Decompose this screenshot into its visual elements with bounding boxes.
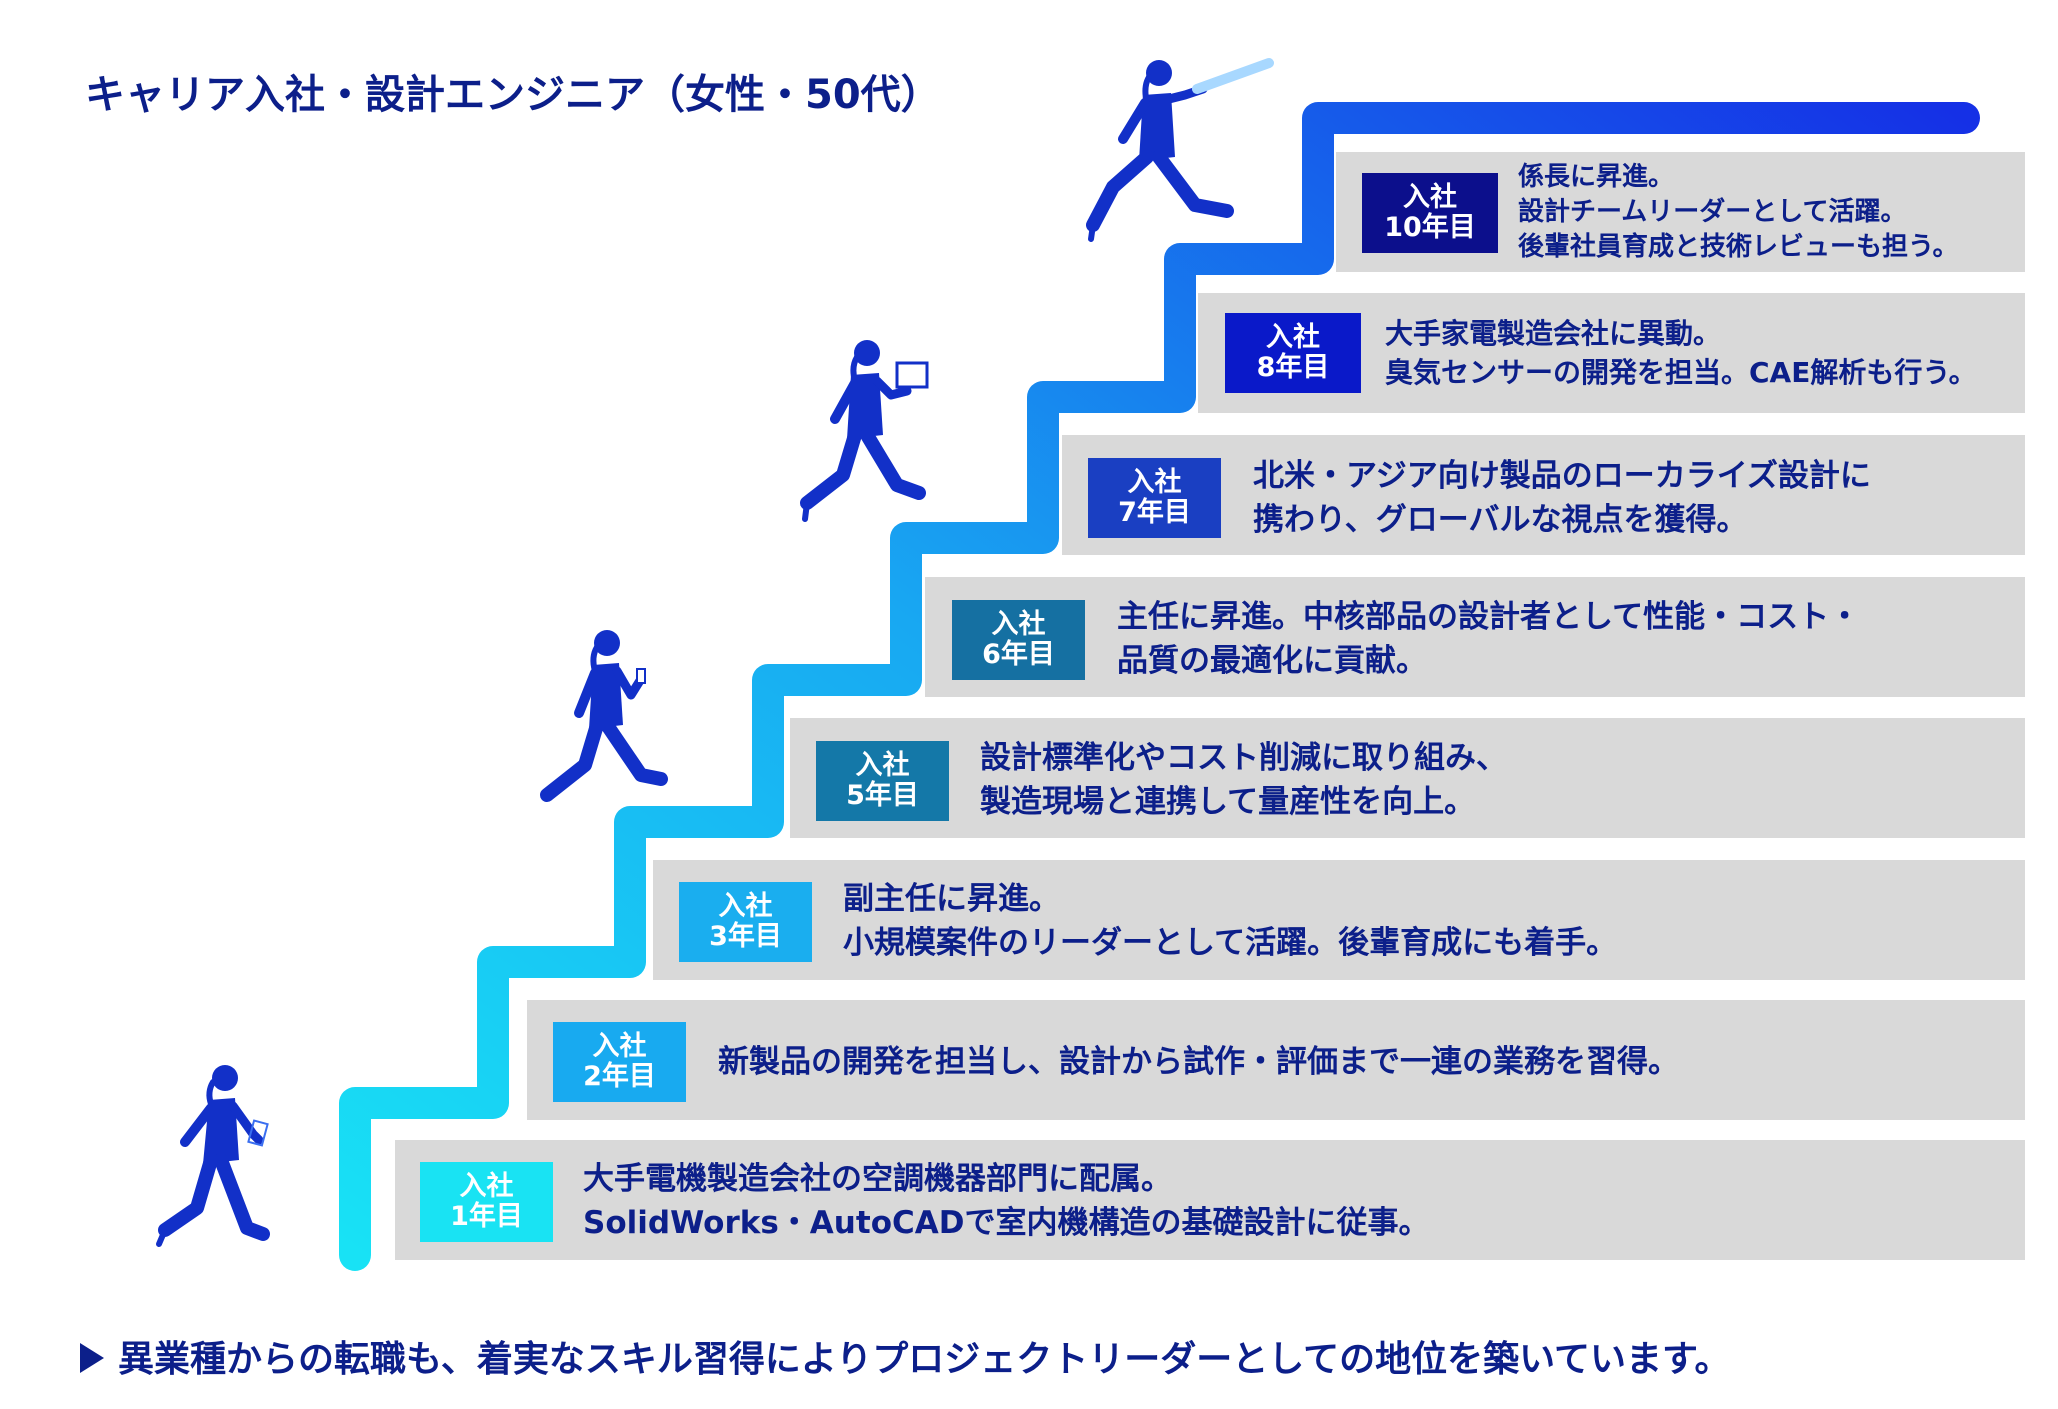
step-2-badge: 入社 2年目	[553, 1022, 686, 1102]
step-3-badge: 入社 3年目	[679, 882, 812, 962]
step-8-badge: 入社 10年目	[1362, 173, 1498, 253]
walking-woman-with-laptop-icon	[800, 340, 929, 522]
step-7-badge-line2: 8年目	[1256, 352, 1330, 383]
step-2-badge-line1: 入社	[592, 1031, 647, 1062]
step-4-badge: 入社 5年目	[816, 741, 949, 821]
step-2-box	[527, 1000, 2025, 1120]
step-6-badge-line2: 7年目	[1118, 497, 1191, 528]
step-4-badge-line1: 入社	[855, 750, 910, 781]
step-5-badge: 入社 6年目	[952, 600, 1085, 680]
step-1-badge-line2: 1年目	[450, 1201, 523, 1232]
step-6-badge-line1: 入社	[1127, 467, 1182, 498]
step-8-badge-line1: 入社	[1403, 182, 1457, 213]
step-5-badge-line2: 6年目	[982, 639, 1055, 670]
running-woman-with-telescope-icon	[1086, 58, 1274, 242]
step-7-description: 大手家電製造会社に異動。 臭気センサーの開発を担当。CAE解析も行う。	[1385, 317, 1977, 389]
step-6-description: 北米・アジア向け製品のローカライズ設計に 携わり、グローバルな視点を獲得。	[1253, 458, 1871, 538]
step-4-badge-line2: 5年目	[846, 780, 919, 811]
step-8-badge-line2: 10年目	[1384, 212, 1476, 243]
step-7-badge-line1: 入社	[1266, 322, 1320, 353]
step-2-badge-line2: 2年目	[583, 1061, 656, 1092]
step-5-badge-line1: 入社	[991, 609, 1046, 640]
walking-woman-with-phone-icon	[540, 630, 668, 802]
step-3-badge-line1: 入社	[718, 891, 773, 922]
step-4-box	[790, 718, 2025, 838]
step-3-box	[653, 860, 2025, 980]
step-6-box	[1062, 435, 2025, 555]
step-3-description: 副主任に昇進。 小規模案件のリーダーとして活躍。後輩育成にも着手。	[843, 881, 1618, 961]
step-1-box	[395, 1140, 2025, 1260]
step-8-description: 係長に昇進。 設計チームリーダーとして活躍。 後輩社員育成と技術レビューも担う。	[1518, 162, 1959, 262]
step-3-badge-line2: 3年目	[709, 921, 782, 952]
step-1-badge-line1: 入社	[459, 1171, 514, 1202]
step-7-badge: 入社 8年目	[1225, 313, 1361, 393]
step-6-badge: 入社 7年目	[1088, 458, 1221, 538]
step-4-description: 設計標準化やコスト削減に取り組み、 製造現場と連携して量産性を向上。	[980, 740, 1507, 820]
triangle-bullet-icon	[80, 1343, 104, 1373]
step-1-badge: 入社 1年目	[420, 1162, 553, 1242]
step-1-description: 大手電機製造会社の空調機器部門に配属。 SolidWorks・AutoCADで室…	[583, 1161, 1430, 1241]
step-5-description: 主任に昇進。中核部品の設計者として性能・コスト・ 品質の最適化に貢献。	[1117, 599, 1861, 679]
step-5-box	[925, 577, 2025, 697]
footer-note: 異業種からの転職も、着実なスキル習得によりプロジェクトリーダーとしての地位を築い…	[80, 1330, 1730, 1382]
walking-woman-with-document-icon	[156, 1065, 270, 1247]
step-2-description: 新製品の開発を担当し、設計から試作・評価まで一連の業務を習得。	[718, 1044, 1679, 1080]
page-title: キャリア入社・設計エンジニア（女性・50代）	[85, 72, 941, 118]
footer-text: 異業種からの転職も、着実なスキル習得によりプロジェクトリーダーとしての地位を築い…	[118, 1339, 1731, 1380]
